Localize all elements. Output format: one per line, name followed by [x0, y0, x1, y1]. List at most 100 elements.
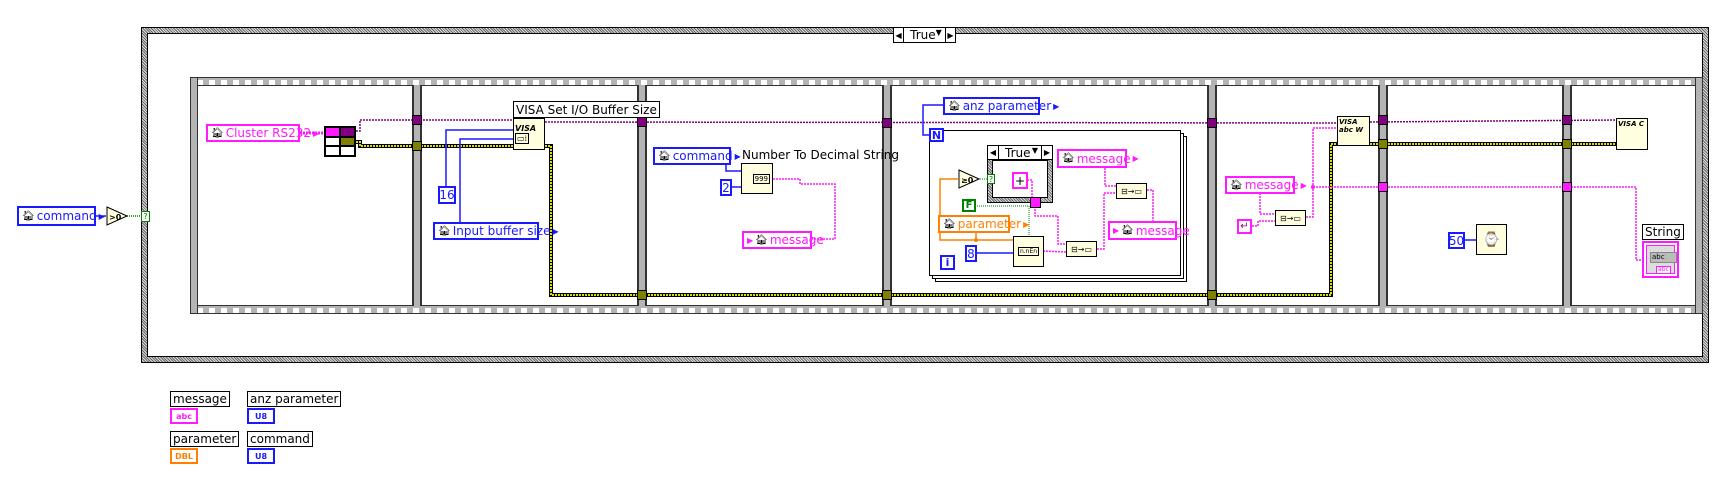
- cluster-rs232-local-variable[interactable]: 🏠︎Cluster RS232▶: [206, 124, 319, 142]
- parameter-local-variable[interactable]: 🏠︎parameter▶: [938, 215, 1029, 233]
- local-label: message: [1076, 151, 1131, 166]
- loop-count-terminal[interactable]: N: [929, 128, 944, 142]
- message-local-variable-write[interactable]: ▶🏠︎message: [742, 231, 824, 249]
- case-output-tunnel: [1030, 197, 1041, 208]
- house-icon: 🏠︎: [22, 210, 35, 222]
- inner-case-value: True: [1005, 145, 1031, 160]
- string-indicator-label: String: [1642, 224, 1684, 240]
- message-local-variable-read[interactable]: 🏠︎message▶: [1225, 176, 1307, 194]
- visa-icon: VISA: [515, 124, 537, 133]
- local-label: parameter: [957, 217, 1022, 231]
- command-local-variable[interactable]: 🏠︎command▶: [17, 206, 105, 226]
- tunnel-error: [637, 290, 647, 300]
- inner-case-terminal[interactable]: ?: [987, 174, 995, 184]
- message-terminal[interactable]: abc: [170, 408, 198, 424]
- tunnel-visa: [1207, 118, 1217, 128]
- tunnel-visa: [1378, 115, 1388, 125]
- arrow-icon: ▶: [1053, 101, 1060, 111]
- const-50[interactable]: 50: [1448, 232, 1465, 249]
- local-label: Input buffer size: [452, 224, 551, 238]
- arrow-icon: ▶: [552, 226, 559, 236]
- arrow-icon: ▶: [1113, 226, 1120, 235]
- house-icon: 🏠︎: [658, 150, 671, 162]
- arrow-icon: ▶: [747, 235, 754, 245]
- greater-than-zero-node[interactable]: >0: [106, 206, 128, 226]
- exponential-string-icon: n.nEn: [1017, 247, 1040, 256]
- unbundle-element: [340, 146, 355, 156]
- tunnel-error: [1378, 139, 1388, 149]
- greater-equal-zero-node[interactable]: ≥0: [958, 169, 980, 189]
- loop-iteration-terminal: i: [940, 255, 955, 270]
- visa-close-node[interactable]: VISA C: [1616, 118, 1648, 150]
- watch-icon: ⌚: [1482, 231, 1501, 248]
- anz-parameter-local-variable[interactable]: 🏠︎anz parameter▶: [943, 97, 1059, 115]
- const-2[interactable]: 2: [720, 179, 732, 196]
- local-label: message: [1135, 223, 1190, 238]
- tunnel-visa: [882, 118, 892, 128]
- concat-icon: ⊟→▭: [1121, 186, 1142, 196]
- sequence-frame-3[interactable]: [646, 85, 883, 306]
- dropdown-icon[interactable]: ▼: [1031, 145, 1038, 155]
- const-16[interactable]: 16: [438, 186, 456, 204]
- house-icon: 🏠︎: [211, 127, 224, 139]
- visa-set-buffer-label: VISA Set I/O Buffer Size: [513, 101, 660, 118]
- anz-parameter-terminal-label: anz parameter: [247, 391, 342, 407]
- format-exponential-node[interactable]: n.nEn: [1013, 236, 1044, 267]
- tunnel-string: [1378, 182, 1388, 192]
- visa-write-node[interactable]: VISA abc W: [1337, 116, 1370, 146]
- local-label: message: [769, 233, 824, 247]
- plus-string-constant[interactable]: +: [1012, 172, 1028, 189]
- message-local-variable-write[interactable]: ▶🏠︎message: [1108, 221, 1190, 240]
- concatenate-strings-node[interactable]: ⊟→▭: [1066, 241, 1097, 257]
- arrow-icon: ▶: [1300, 180, 1307, 190]
- local-label: anz parameter: [962, 99, 1052, 113]
- message-terminal-label: message: [170, 391, 230, 407]
- sequence-frame-1[interactable]: [197, 85, 413, 306]
- false-constant[interactable]: F: [962, 199, 976, 212]
- input-buffer-size-local-variable[interactable]: 🏠︎Input buffer size▶: [433, 222, 559, 240]
- unbundle-node[interactable]: [324, 126, 356, 157]
- house-icon: 🏠︎: [1230, 179, 1243, 191]
- wait-ms-node[interactable]: ⌚: [1476, 224, 1507, 255]
- sequence-frame-6[interactable]: [1387, 85, 1563, 306]
- message-local-variable-read[interactable]: 🏠︎message▶: [1057, 149, 1139, 168]
- local-label: message: [1244, 178, 1299, 192]
- tunnel-visa: [637, 117, 647, 127]
- number-to-decimal-string-node[interactable]: 999: [741, 163, 773, 194]
- tunnel-error: [1207, 290, 1217, 300]
- visa-set-buffer-node[interactable]: VISA ▭⁞: [513, 118, 545, 150]
- anz-parameter-terminal[interactable]: U8: [247, 408, 275, 424]
- case-selector-terminal[interactable]: ?: [141, 211, 150, 222]
- tunnel-error: [882, 290, 892, 300]
- arrow-icon: ▶: [1023, 219, 1030, 229]
- increment-arrow-icon[interactable]: ▶: [944, 28, 955, 42]
- number-to-decimal-string-label: Number To Decimal String: [742, 148, 900, 162]
- local-label: command: [672, 149, 733, 163]
- case-selector[interactable]: ◀ True▼ ▶: [893, 27, 956, 43]
- string-value: abc: [1650, 252, 1677, 263]
- concatenate-strings-node[interactable]: ⊟→▭: [1275, 210, 1306, 226]
- parameter-terminal[interactable]: DBL: [170, 448, 198, 464]
- command-terminal[interactable]: U8: [247, 448, 275, 464]
- command-local-variable-f3[interactable]: 🏠︎command▶: [653, 147, 741, 165]
- concat-icon: ⊟→▭: [1071, 244, 1092, 254]
- string-indicator[interactable]: abc abc: [1642, 241, 1679, 278]
- unbundle-element: [325, 136, 340, 147]
- parameter-terminal-label: parameter: [170, 431, 240, 447]
- decrement-arrow-icon[interactable]: ◀: [988, 146, 999, 159]
- arrow-icon: ▶: [98, 211, 105, 221]
- house-icon: 🏠︎: [943, 218, 956, 230]
- dropdown-icon[interactable]: ▼: [935, 28, 942, 37]
- concat-icon: ⊟→▭: [1280, 213, 1301, 223]
- arrow-icon: ▶: [1132, 154, 1139, 163]
- concatenate-strings-node[interactable]: ⊟→▭: [1116, 183, 1147, 199]
- frame-divider: [413, 85, 421, 306]
- tunnel-error: [412, 141, 422, 151]
- decrement-arrow-icon[interactable]: ◀: [894, 28, 905, 42]
- inner-case-selector[interactable]: ◀ True▼ ▶: [987, 145, 1053, 160]
- crlf-constant-icon[interactable]: ↵: [1237, 219, 1252, 234]
- tunnel-visa: [412, 115, 422, 125]
- increment-arrow-icon[interactable]: ▶: [1041, 146, 1052, 159]
- const-8[interactable]: 8: [965, 245, 977, 262]
- arrow-icon: ▶: [312, 128, 320, 138]
